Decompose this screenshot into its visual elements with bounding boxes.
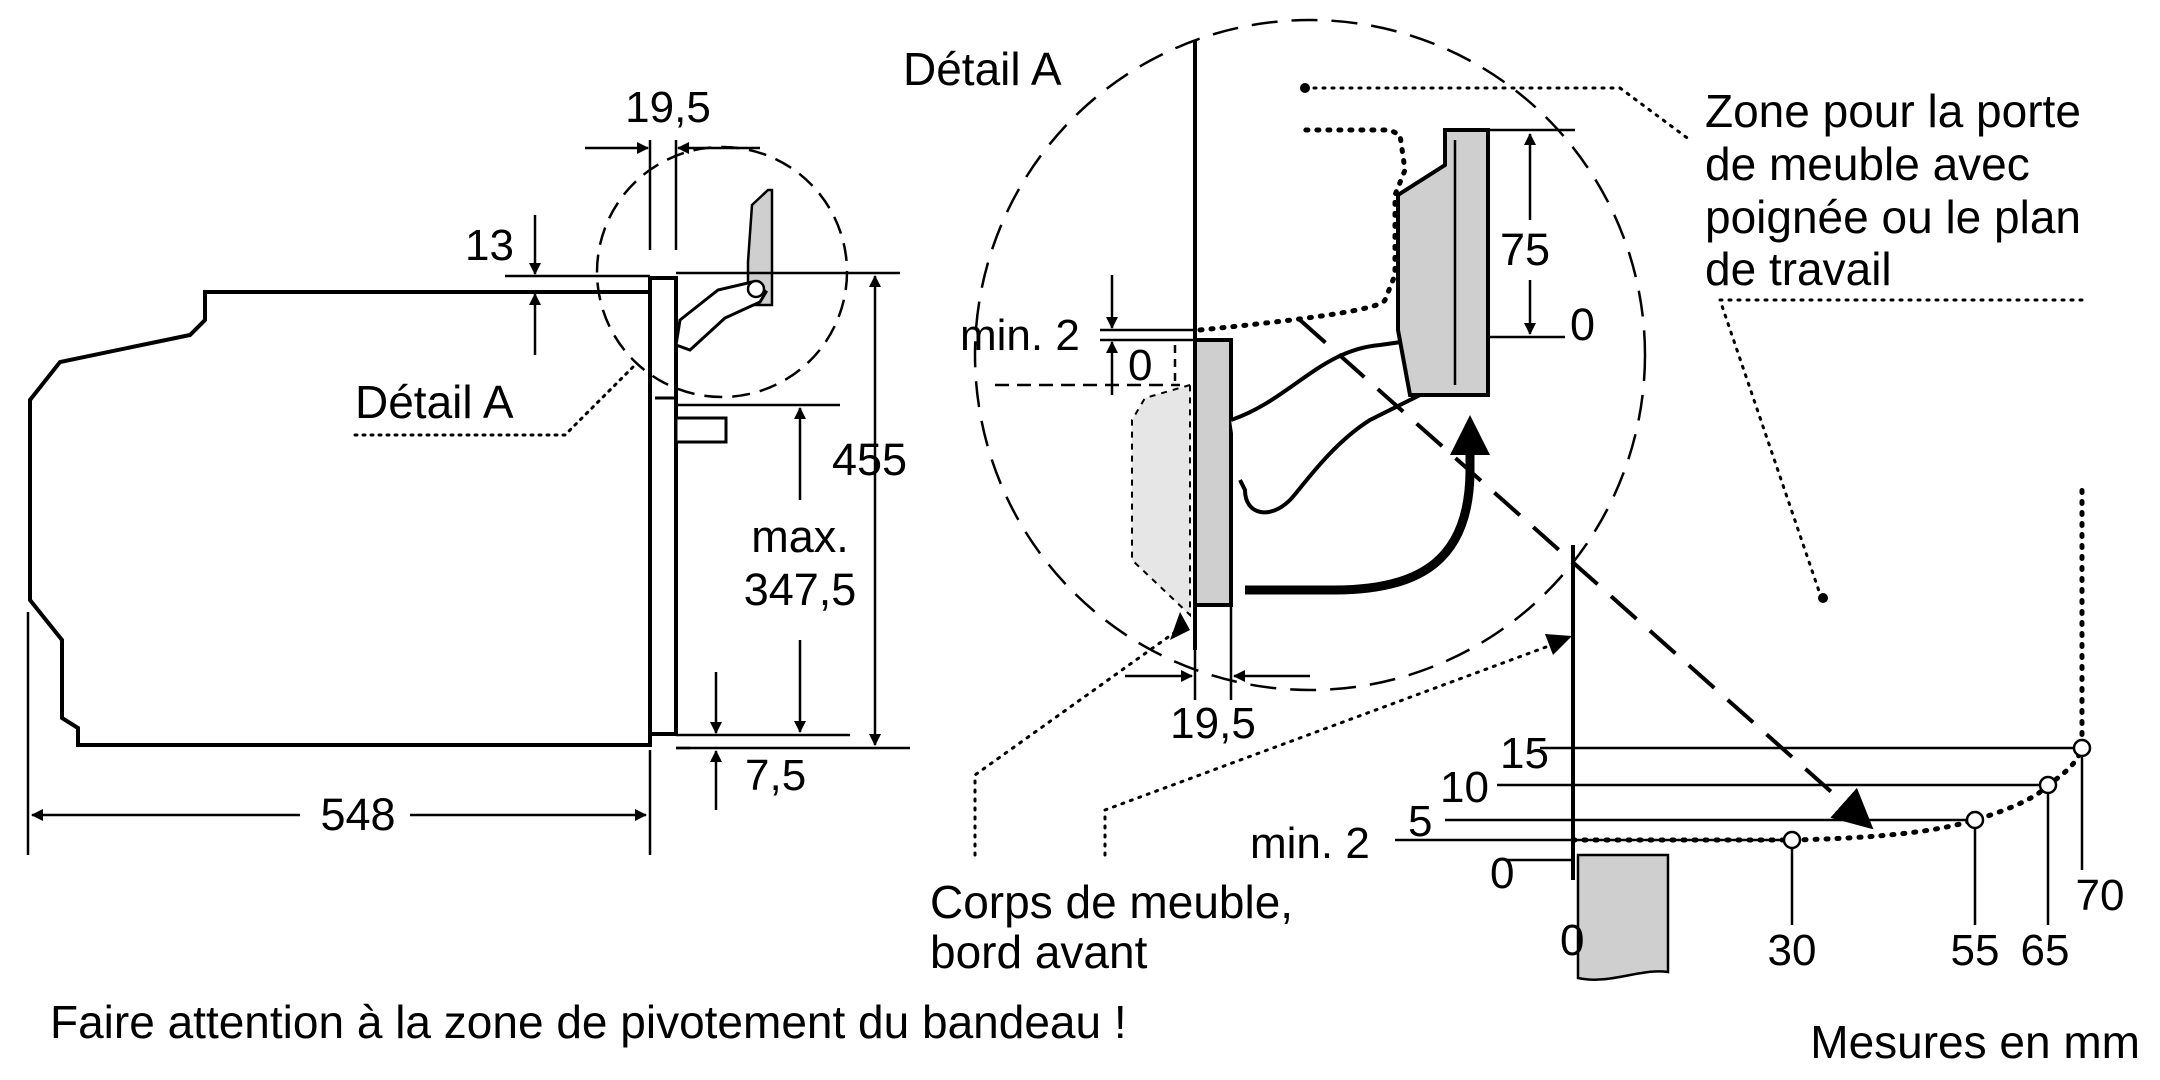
dim-548 <box>26 612 652 855</box>
dim-19-5-top <box>585 140 760 250</box>
dim-max-347-5 <box>676 403 850 737</box>
detail-a-top-label: Détail A <box>903 43 1062 95</box>
dim-max-label: max. <box>751 511 849 562</box>
svg-text:Zone pour la porte: Zone pour la porte <box>1705 85 2081 137</box>
dim-13-label: 13 <box>465 221 514 270</box>
graph-x-0: 0 <box>1560 916 1584 965</box>
corps-leader-1 <box>973 623 1187 857</box>
dim-19-5-top-label: 19,5 <box>625 83 711 132</box>
zone-leader-bottom <box>1717 298 2084 602</box>
graph-x-30: 30 <box>1768 926 1817 975</box>
zero-75-label: 0 <box>1570 299 1595 350</box>
graph-y-5: 5 <box>1408 797 1432 846</box>
svg-text:poignée ou le plan: poignée ou le plan <box>1705 191 2081 243</box>
dim-347-5-label: 347,5 <box>744 564 857 615</box>
dim-13 <box>505 215 650 355</box>
zero-detail-label: 0 <box>1128 341 1152 390</box>
svg-text:de meuble avec: de meuble avec <box>1705 138 2030 190</box>
zone-leader-top <box>1303 86 1692 142</box>
dim-455 <box>676 271 910 750</box>
dim-548-label: 548 <box>320 789 395 840</box>
graph-y-0: 0 <box>1490 849 1514 898</box>
corps-leader-2 <box>1103 638 1567 857</box>
warning-text: Faire attention à la zone de pivotement … <box>50 996 1127 1048</box>
dim-75 <box>1488 128 1575 339</box>
corps-label: Corps de meuble, bord avant <box>930 876 1293 978</box>
dim-7-5 <box>676 672 722 810</box>
swing-boundary-dotted <box>1197 127 1408 333</box>
svg-text:de travail: de travail <box>1705 243 1892 295</box>
dim-19-5-detail <box>1125 600 1310 700</box>
dim-75-label: 75 <box>1500 224 1550 275</box>
graph-y-10: 10 <box>1440 763 1489 812</box>
svg-text:Corps de meuble,: Corps de meuble, <box>930 876 1293 928</box>
dim-455-label: 455 <box>832 434 907 485</box>
dashed-pointer-arrow <box>1298 318 1874 830</box>
detail-a-left-leader <box>353 363 637 437</box>
svg-text:bord avant: bord avant <box>930 926 1148 978</box>
zone-label: Zone pour la porte de meuble avec poigné… <box>1705 85 2081 295</box>
graph-x-65: 65 <box>2021 926 2070 975</box>
dim-min-2-detail <box>1100 275 1195 395</box>
units-text: Mesures en mm <box>1810 1016 2140 1068</box>
graph-y-15: 15 <box>1500 729 1549 778</box>
clearance-graph <box>1395 482 2092 981</box>
graph-y-min-2: min. 2 <box>1250 819 1370 868</box>
dim-19-5-detail-label: 19,5 <box>1170 699 1256 748</box>
oven-side-view <box>28 276 728 747</box>
graph-x-70: 70 <box>2076 871 2125 920</box>
large-detail-circle <box>973 18 1647 692</box>
detail-a-left-label: Détail A <box>355 376 514 428</box>
dim-7-5-label: 7,5 <box>745 751 806 800</box>
graph-x-55: 55 <box>1951 926 2000 975</box>
min-2-detail-label: min. 2 <box>960 311 1080 360</box>
